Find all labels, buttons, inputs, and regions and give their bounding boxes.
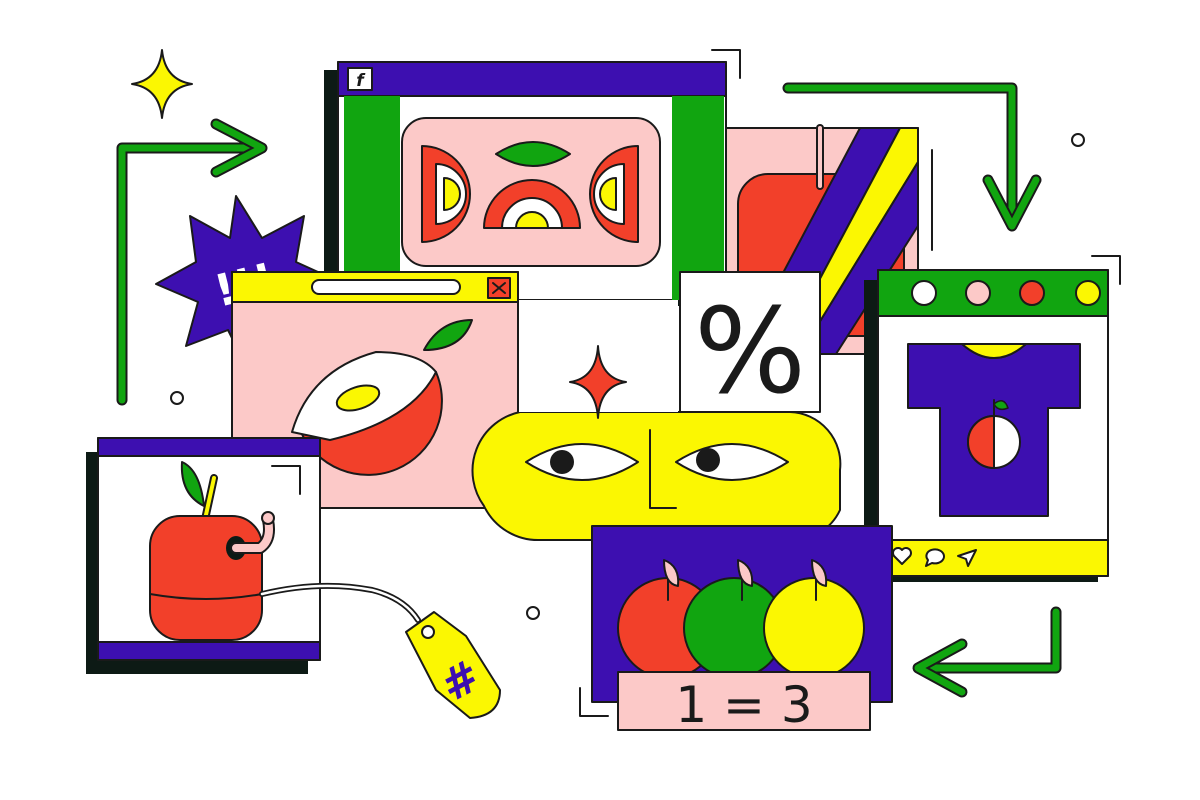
arrow-down-icon	[782, 82, 1042, 232]
percent-label: %	[694, 282, 806, 420]
heart-icon[interactable]	[892, 547, 912, 565]
browser-icon-label: f	[356, 71, 366, 91]
face-blob	[471, 299, 842, 542]
price-tag-icon: #	[259, 582, 501, 719]
worm-apple-window	[86, 437, 321, 674]
arrow-left-icon	[912, 606, 1062, 698]
close-icon[interactable]	[487, 277, 511, 299]
eye-right	[675, 443, 789, 481]
social-post-window	[864, 269, 1109, 582]
browser-window-top: f	[324, 61, 727, 306]
corner-brackets	[579, 49, 1121, 717]
fruit-pattern	[421, 141, 639, 243]
send-icon[interactable]	[957, 549, 977, 567]
sparkle-icon	[131, 49, 193, 119]
decorative-dots	[170, 133, 1085, 620]
sparkle-icon	[569, 345, 627, 419]
apples-panel: 1 = 3	[591, 525, 893, 734]
equation-label: 1 = 3	[675, 676, 812, 734]
eye-left	[525, 443, 639, 481]
arrow-right-icon	[116, 118, 268, 406]
browser-icon[interactable]: f	[347, 67, 373, 91]
comment-icon[interactable]	[925, 548, 945, 567]
t-shirt	[907, 343, 1081, 517]
percent-card: %	[679, 271, 821, 420]
